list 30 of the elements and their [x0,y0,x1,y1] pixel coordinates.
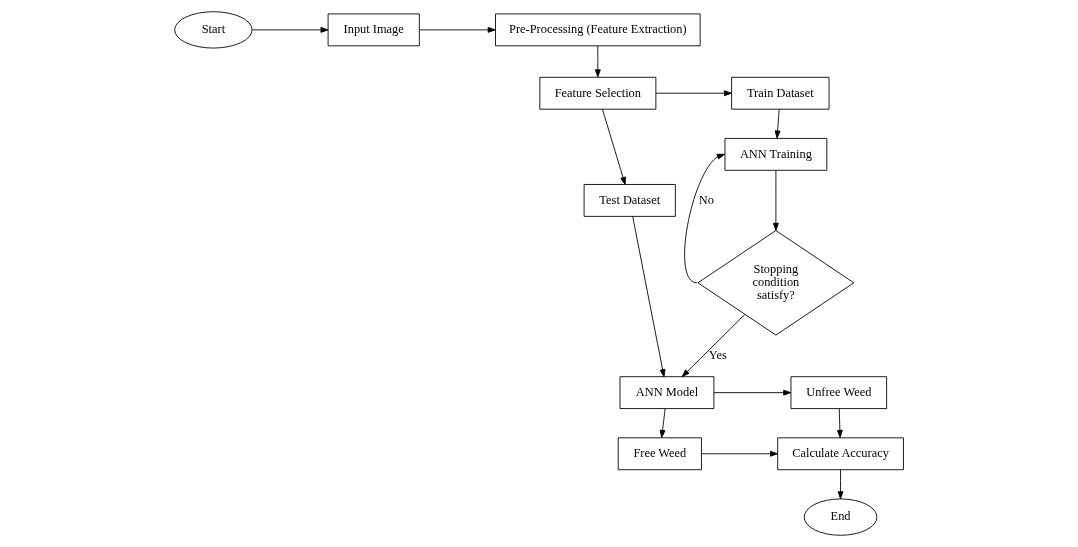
arrow [632,216,666,378]
arrow [601,108,626,185]
node-box: ANN Model [619,376,715,410]
node-box: Pre-Processing (Feature Extraction) [495,13,701,47]
edge-label: No [698,192,714,207]
node-box: Calculate Accuracy [777,437,904,471]
arrow [713,389,792,396]
arrow [772,170,779,231]
arrow [655,90,732,97]
arrow [681,313,746,378]
node-box: Test Dataset [583,184,676,217]
node-box: Free Weed [617,437,702,471]
arrow [659,408,666,438]
edge-label: Yes [708,348,727,363]
arrow [419,26,496,33]
node-box: Input Image [327,13,420,47]
node-box: Feature Selection [539,76,657,110]
arrow [836,408,843,438]
node-ellipse: End [803,498,878,536]
node-box: ANN Training [724,137,828,171]
node-box: Unfree Weed [790,376,888,410]
node-box: Train Dataset [731,76,830,110]
node-ellipse: Start [174,11,253,49]
arrow [252,26,329,33]
node-diamond: Stopping condition satisfy? [697,230,855,336]
arrow [594,45,601,78]
arrow [774,108,781,139]
arrow [684,153,725,284]
arrow [837,469,844,500]
arrow [701,450,778,457]
